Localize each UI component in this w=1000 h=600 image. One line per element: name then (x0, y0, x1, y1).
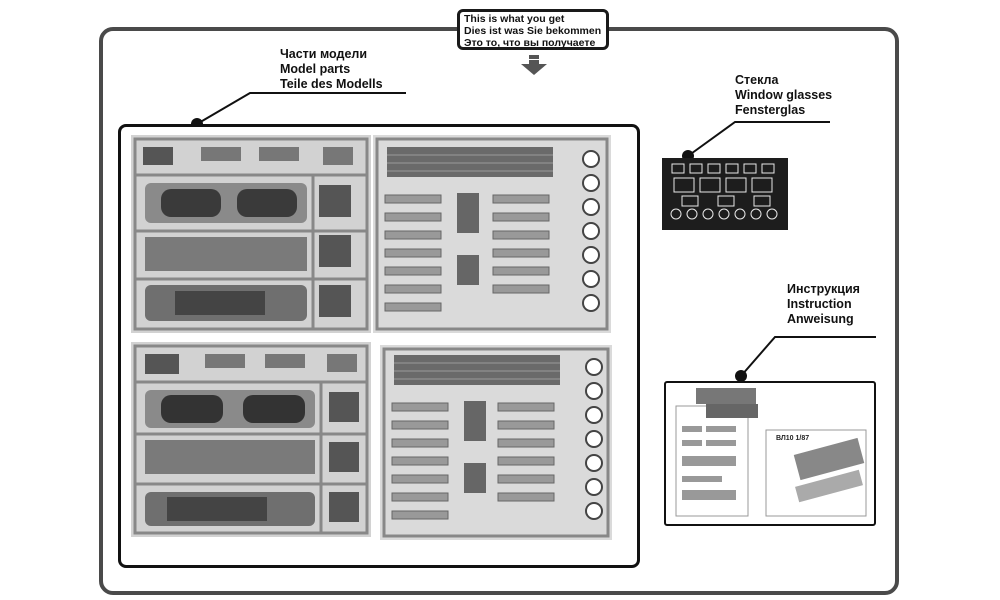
sprue-sheet-top-left (131, 135, 371, 333)
instruction-sheet-title: ВЛ10 1/87 (776, 435, 810, 442)
leader-dot-instruction (735, 370, 747, 382)
down-arrow-icon (521, 55, 547, 75)
header-line-ru: Это то, что вы получаете (464, 37, 596, 49)
header-line-en: This is what you get (464, 13, 565, 25)
model-parts-label: Части модели Model parts Teile des Model… (280, 47, 383, 91)
instruction-label: Инструкция Instruction Anweisung (787, 282, 860, 326)
sprue-sheet-top-right (373, 135, 611, 333)
instruction-sheets (675, 388, 867, 517)
header-line-de: Dies ist was Sie bekommen (464, 25, 602, 37)
window-glass-sheet (662, 158, 788, 230)
sprue-sheet-bottom-left (131, 342, 371, 537)
header-box: This is what you get Dies ist was Sie be… (457, 9, 609, 50)
sprue-sheet-bottom-right (380, 345, 612, 540)
window-glasses-label: Стекла Window glasses Fensterglas (735, 73, 833, 117)
